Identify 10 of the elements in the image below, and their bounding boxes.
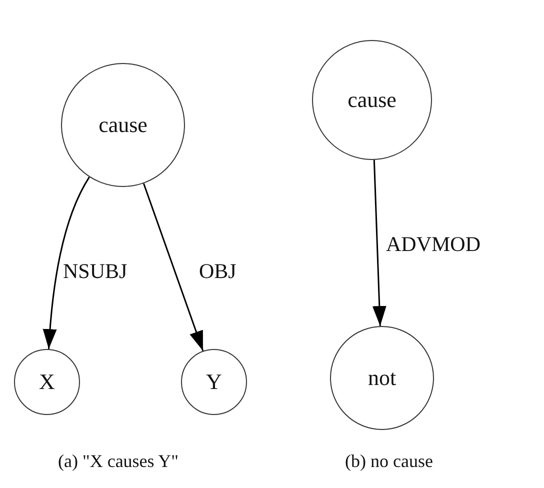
node-label: X <box>39 371 55 393</box>
caption: (a) "X causes Y" <box>58 452 178 470</box>
arrow <box>142 183 204 352</box>
node-label: cause <box>348 89 396 111</box>
node-label: Y <box>206 371 222 393</box>
arrow <box>372 160 386 326</box>
caption: (b) no cause <box>345 452 433 470</box>
node-label: not <box>368 367 396 389</box>
arrow <box>43 176 90 350</box>
node-label: cause <box>98 114 148 136</box>
